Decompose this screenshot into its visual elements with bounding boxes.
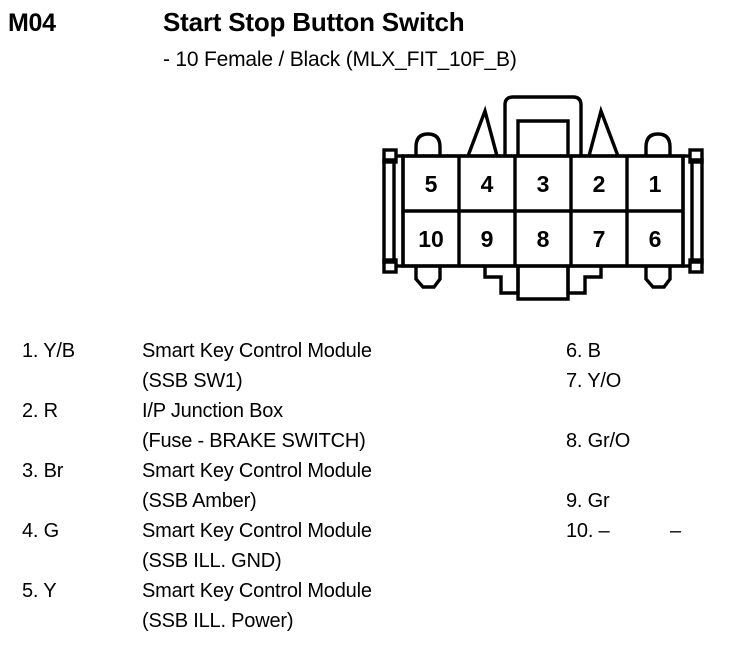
pin-description: (SSB ILL. GND) <box>142 550 282 572</box>
pin-description: Smart Key Control Module <box>142 340 372 362</box>
pinout-list-right: 6. B 7. Y/O 8. Gr/O 9. Gr 10. – – <box>566 336 734 636</box>
pinout-row: (SSB ILL. Power) <box>0 606 560 636</box>
pin-number-4: 4 <box>481 171 494 197</box>
pin-number-10: 10 <box>418 226 444 252</box>
pinout-row <box>566 456 734 486</box>
pinout-row: 6. B <box>566 336 734 366</box>
pinout-row: 4. G Smart Key Control Module <box>0 516 560 546</box>
page-title: Start Stop Button Switch <box>163 7 465 37</box>
pin-description: Smart Key Control Module <box>142 460 372 482</box>
pin-description: (Fuse - BRAKE SWITCH) <box>142 430 366 452</box>
pin-description: Smart Key Control Module <box>142 580 372 602</box>
latch-outer-shell <box>503 95 583 156</box>
pinout-row: 3. Br Smart Key Control Module <box>0 456 560 486</box>
pinout-row: (SSB SW1) <box>0 366 560 396</box>
pinout-list-left: 1. Y/B Smart Key Control Module (SSB SW1… <box>0 336 560 636</box>
pin-description: (SSB Amber) <box>142 490 257 512</box>
bottom-foot-left <box>414 266 442 289</box>
pin-description: Smart Key Control Module <box>142 520 372 542</box>
pin-description: I/P Junction Box <box>142 400 283 422</box>
pin-label: 10. – <box>566 520 610 542</box>
pin-number-2: 2 <box>593 171 606 197</box>
pinout-row: 9. Gr <box>566 486 734 516</box>
pinout-row: 7. Y/O <box>566 366 734 396</box>
bottom-centre-tab <box>483 266 520 295</box>
pin-number-1: 1 <box>649 171 662 197</box>
connector-diagram: 5 4 3 2 1 10 9 8 7 6 <box>370 88 710 308</box>
pin-label: 4. G <box>22 520 59 542</box>
pinout-row: (SSB Amber) <box>0 486 560 516</box>
rib-left-triangle <box>466 105 499 157</box>
bottom-foot-right <box>644 266 672 289</box>
connector-subtitle: - 10 Female / Black (MLX_FIT_10F_B) <box>163 48 517 71</box>
pinout-row: (SSB ILL. GND) <box>0 546 560 576</box>
pinout-row: 8. Gr/O <box>566 426 734 456</box>
pinout-row: (Fuse - BRAKE SWITCH) <box>0 426 560 456</box>
pin-label: 7. Y/O <box>566 370 622 392</box>
side-rail-right <box>690 158 704 264</box>
side-rail-left <box>382 158 396 264</box>
top-bump-right <box>644 132 672 156</box>
pin-description: (SSB ILL. Power) <box>142 610 294 632</box>
pin-number-9: 9 <box>481 226 494 252</box>
pin-label: 8. Gr/O <box>566 430 631 452</box>
bottom-centre-plug <box>516 266 570 301</box>
pinout-row: 5. Y Smart Key Control Module <box>0 576 560 606</box>
top-bump-left <box>414 132 442 156</box>
pinout-row <box>566 606 734 636</box>
pin-number-8: 8 <box>537 226 550 252</box>
pin-label: 5. Y <box>22 580 57 602</box>
pinout-row: 1. Y/B Smart Key Control Module <box>0 336 560 366</box>
rib-right-triangle <box>587 105 620 157</box>
pin-label: 3. Br <box>22 460 64 482</box>
pin-extra-dash: – <box>670 520 682 542</box>
pin-label: 9. Gr <box>566 490 610 512</box>
pinout-row: 2. R I/P Junction Box <box>0 396 560 426</box>
pin-number-5: 5 <box>425 171 438 197</box>
pin-number-3: 3 <box>537 171 550 197</box>
pin-label: 2. R <box>22 400 58 422</box>
pinout-row <box>566 396 734 426</box>
pinout-row <box>566 546 734 576</box>
pin-label: 6. B <box>566 340 601 362</box>
bottom-centre-tab-mirror <box>566 266 603 295</box>
pin-description: (SSB SW1) <box>142 370 243 392</box>
pin-label: 1. Y/B <box>22 340 75 362</box>
pinout-row: 10. – – <box>566 516 734 546</box>
latch-inner-rect <box>516 119 570 156</box>
connector-code: M04 <box>8 9 56 37</box>
pin-number-6: 6 <box>649 226 662 252</box>
pinout-row <box>566 576 734 606</box>
pin-number-7: 7 <box>593 226 606 252</box>
connector-outline-svg: 5 4 3 2 1 10 9 8 7 6 <box>382 95 704 301</box>
